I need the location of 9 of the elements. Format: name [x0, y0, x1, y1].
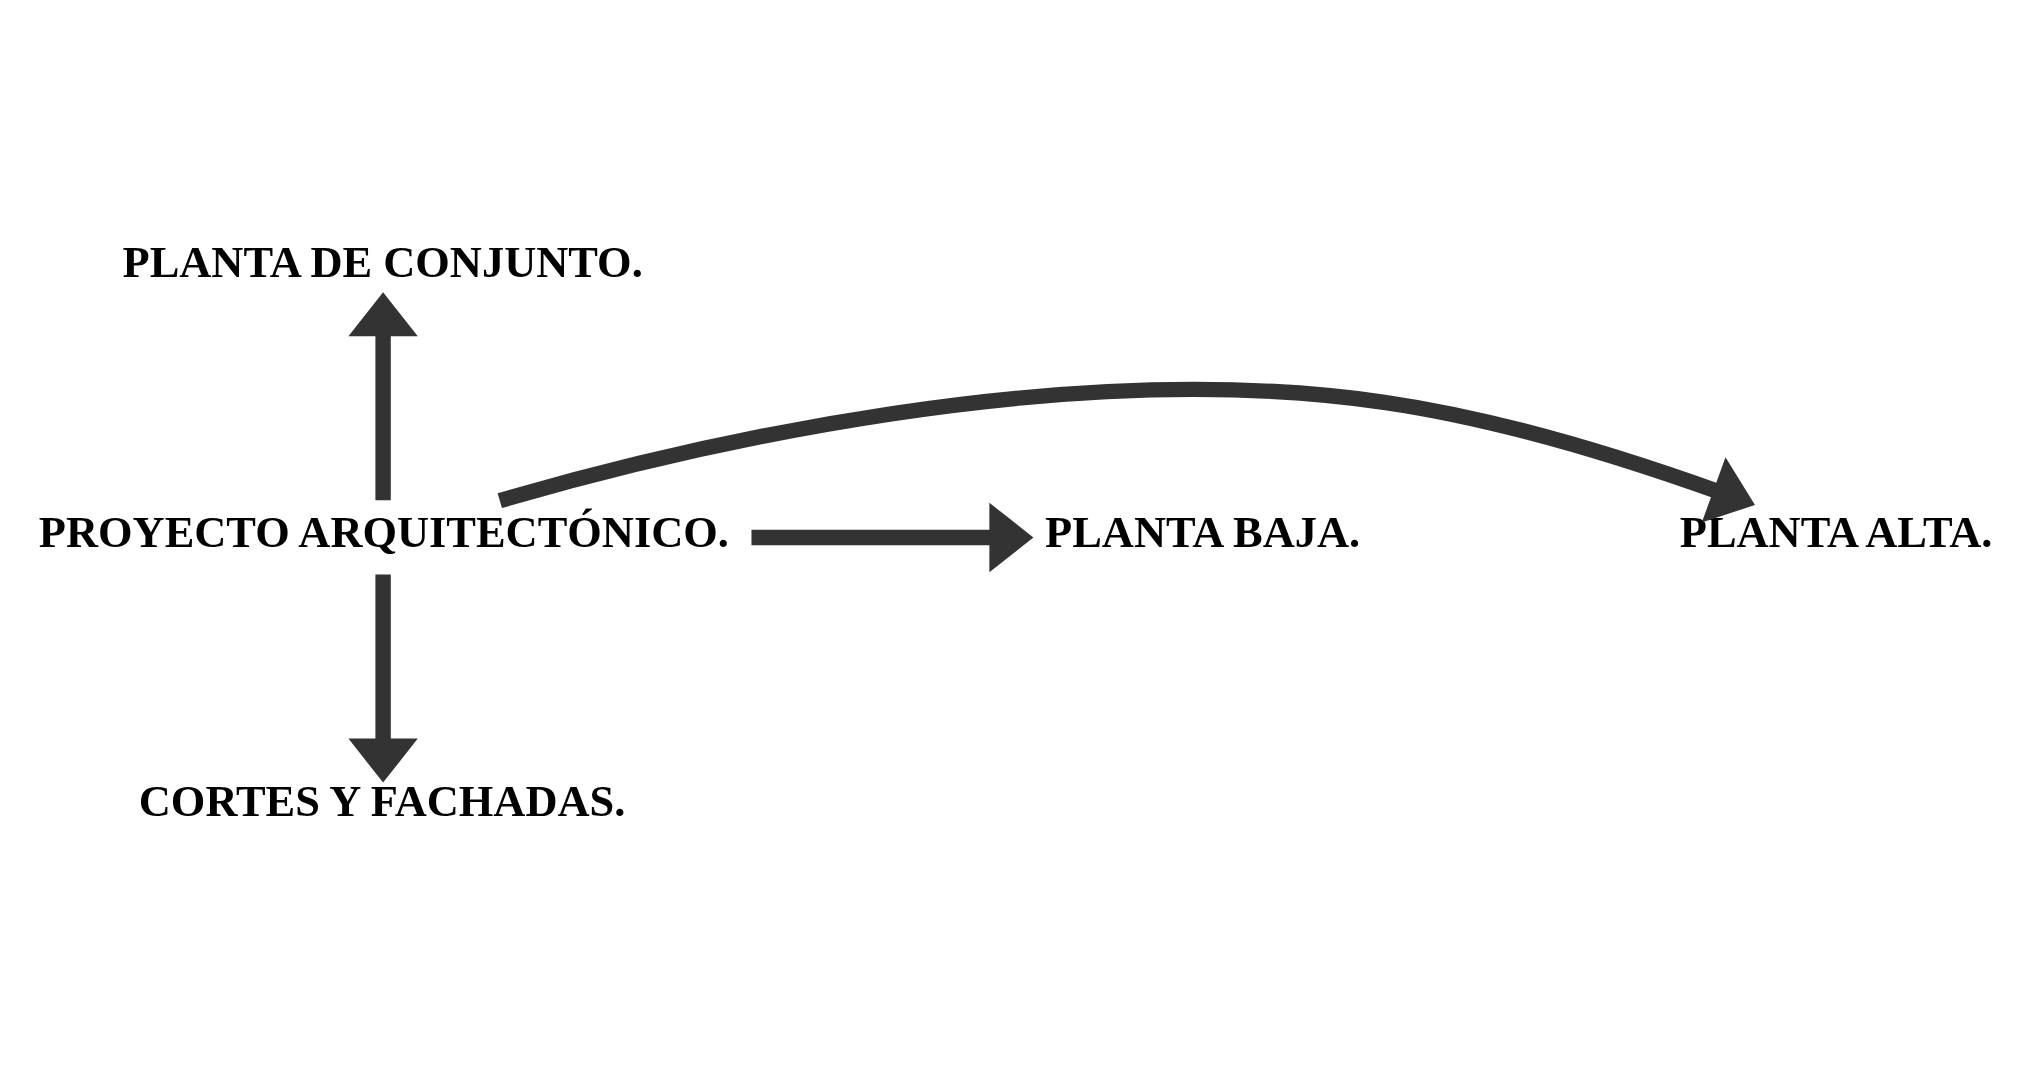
node-text: PLANTA ALTA. [1679, 506, 1993, 557]
arrow [348, 291, 418, 500]
node-text: PLANTA DE CONJUNTO. [122, 236, 643, 287]
node-text: PROYECTO ARQUITECTÓNICO. [38, 506, 729, 557]
node-text: PLANTA BAJA. [1045, 506, 1361, 557]
arrow [497, 381, 1755, 522]
arrow [348, 574, 418, 783]
node-text: CORTES Y FACHADAS. [138, 775, 626, 826]
arrow [751, 502, 1034, 572]
